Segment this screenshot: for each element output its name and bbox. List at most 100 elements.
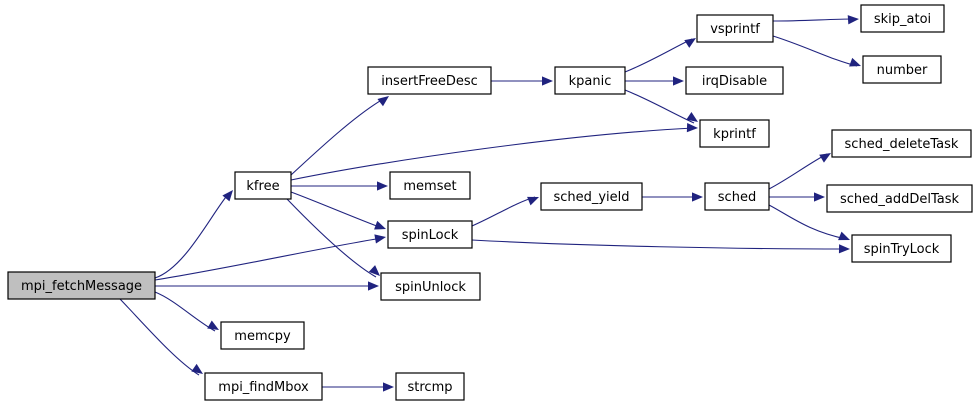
call-edge-mpi_fetchMessage-to-memcpy [154, 291, 216, 332]
arrowhead-to-spinLock [374, 234, 386, 244]
node-label-insertFreeDesc: insertFreeDesc [381, 74, 478, 89]
node-memset[interactable]: memset [389, 171, 471, 200]
arrowhead-to-irqDisable [673, 76, 684, 86]
node-insertFreeDesc[interactable]: insertFreeDesc [367, 66, 492, 95]
call-edge-spinLock-to-sched_yield [471, 196, 536, 227]
node-sched_addDelTask[interactable]: sched_addDelTask [826, 184, 973, 213]
node-box-irqDisable[interactable] [685, 66, 784, 95]
node-label-number: number [877, 63, 928, 78]
arrowhead-to-sched_yield [527, 196, 539, 206]
node-kfree[interactable]: kfree [234, 171, 292, 200]
node-label-spinTryLock: spinTryLock [864, 242, 940, 257]
arrowhead-to-spinUnlock [368, 281, 379, 291]
arrowhead-to-memcpy [207, 320, 219, 330]
arrowhead-to-spinLock [374, 220, 386, 230]
node-box-spinTryLock[interactable] [851, 234, 952, 263]
node-box-sched_deleteTask[interactable] [831, 129, 972, 158]
node-mpi_fetchMessage[interactable]: mpi_fetchMessage [7, 271, 156, 300]
node-label-memset: memset [403, 179, 456, 194]
arrowhead-to-insertFreeDesc [377, 96, 389, 107]
node-box-spinUnlock[interactable] [380, 272, 481, 301]
arrowhead-to-spinTryLock [838, 244, 850, 254]
node-box-sched_yield[interactable] [540, 182, 643, 211]
node-box-vsprintf[interactable] [696, 14, 774, 43]
arrowhead-to-spinUnlock [368, 265, 380, 276]
call-edge-mpi_fetchMessage-to-mpi_findMbox [119, 298, 200, 376]
node-box-memcpy[interactable] [220, 321, 305, 350]
node-sched_yield[interactable]: sched_yield [540, 182, 643, 211]
arrowhead-to-strcmp [383, 382, 394, 392]
arrowhead-to-kfree [222, 190, 233, 202]
node-label-memcpy: memcpy [234, 329, 291, 344]
call-edge-sched-to-spinTryLock [768, 204, 847, 240]
node-skip_atoi[interactable]: skip_atoi [860, 4, 945, 33]
node-label-spinLock: spinLock [402, 228, 459, 243]
node-kprintf[interactable]: kprintf [699, 119, 770, 148]
arrowhead-to-kpanic [542, 76, 553, 86]
node-box-mpi_findMbox[interactable] [204, 372, 323, 401]
arrowhead-to-sched_deleteTask [819, 153, 831, 163]
node-box-kfree[interactable] [234, 171, 292, 200]
node-box-skip_atoi[interactable] [860, 4, 945, 33]
node-kpanic[interactable]: kpanic [554, 66, 626, 95]
call-edge-mpi_fetchMessage-to-spinLock [154, 237, 383, 281]
node-label-sched_yield: sched_yield [553, 190, 629, 205]
node-box-kpanic[interactable] [554, 66, 626, 95]
node-box-sched_addDelTask[interactable] [826, 184, 973, 213]
node-label-skip_atoi: skip_atoi [874, 12, 931, 27]
edge-layer [119, 18, 858, 388]
node-label-kprintf: kprintf [713, 127, 756, 142]
node-label-strcmp: strcmp [408, 380, 453, 395]
call-edge-vsprintf-to-skip_atoi [772, 18, 856, 22]
arrowhead-to-sched_addDelTask [814, 192, 825, 202]
arrowhead-layer [191, 15, 861, 392]
node-label-mpi_fetchMessage: mpi_fetchMessage [21, 279, 142, 294]
node-mpi_findMbox[interactable]: mpi_findMbox [204, 372, 323, 401]
node-sched[interactable]: sched [704, 182, 770, 211]
node-irqDisable[interactable]: irqDisable [685, 66, 784, 95]
node-label-kfree: kfree [246, 179, 279, 194]
node-box-strcmp[interactable] [395, 372, 465, 401]
call-edge-kfree-to-insertFreeDesc [290, 97, 386, 176]
arrowhead-to-spinTryLock [838, 231, 850, 241]
node-box-spinLock[interactable] [387, 220, 473, 249]
call-edge-kfree-to-spinLock [290, 191, 383, 229]
call-edge-mpi_fetchMessage-to-kfree [154, 192, 230, 279]
arrowhead-to-skip_atoi [847, 15, 859, 25]
arrowhead-to-mpi_findMbox [191, 363, 203, 374]
node-label-kpanic: kpanic [569, 74, 612, 89]
call-edge-kfree-to-spinUnlock [286, 198, 377, 278]
arrowhead-to-kprintf [686, 112, 698, 122]
node-box-memset[interactable] [389, 171, 471, 200]
node-spinTryLock[interactable]: spinTryLock [851, 234, 952, 263]
node-label-vsprintf: vsprintf [710, 22, 760, 37]
node-vsprintf[interactable]: vsprintf [696, 14, 774, 43]
node-label-irqDisable: irqDisable [702, 74, 767, 89]
call-edge-kpanic-to-kprintf [624, 89, 695, 124]
call-edge-kpanic-to-vsprintf [624, 38, 693, 73]
arrowhead-to-sched [692, 192, 703, 202]
node-memcpy[interactable]: memcpy [220, 321, 305, 350]
node-box-mpi_fetchMessage[interactable] [7, 271, 156, 300]
node-box-number[interactable] [862, 55, 942, 84]
node-layer: mpi_fetchMessage kfree memcpy mpi_findMbox i… [7, 4, 973, 401]
node-box-kprintf[interactable] [699, 119, 770, 148]
arrowhead-to-vsprintf [684, 38, 696, 48]
node-box-insertFreeDesc[interactable] [367, 66, 492, 95]
call-edge-spinLock-to-spinTryLock [471, 239, 847, 250]
node-strcmp[interactable]: strcmp [395, 372, 465, 401]
arrowhead-to-kprintf [686, 123, 698, 133]
node-spinUnlock[interactable]: spinUnlock [380, 272, 481, 301]
node-sched_deleteTask[interactable]: sched_deleteTask [831, 129, 972, 158]
node-label-mpi_findMbox: mpi_findMbox [218, 380, 309, 395]
arrowhead-to-memset [377, 181, 388, 191]
node-number[interactable]: number [862, 55, 942, 84]
arrowhead-to-number [849, 57, 861, 67]
node-box-sched[interactable] [704, 182, 770, 211]
call-edge-kfree-to-kprintf [290, 127, 695, 181]
call-edge-vsprintf-to-number [772, 35, 858, 67]
node-label-sched: sched [718, 190, 756, 205]
node-spinLock[interactable]: spinLock [387, 220, 473, 249]
